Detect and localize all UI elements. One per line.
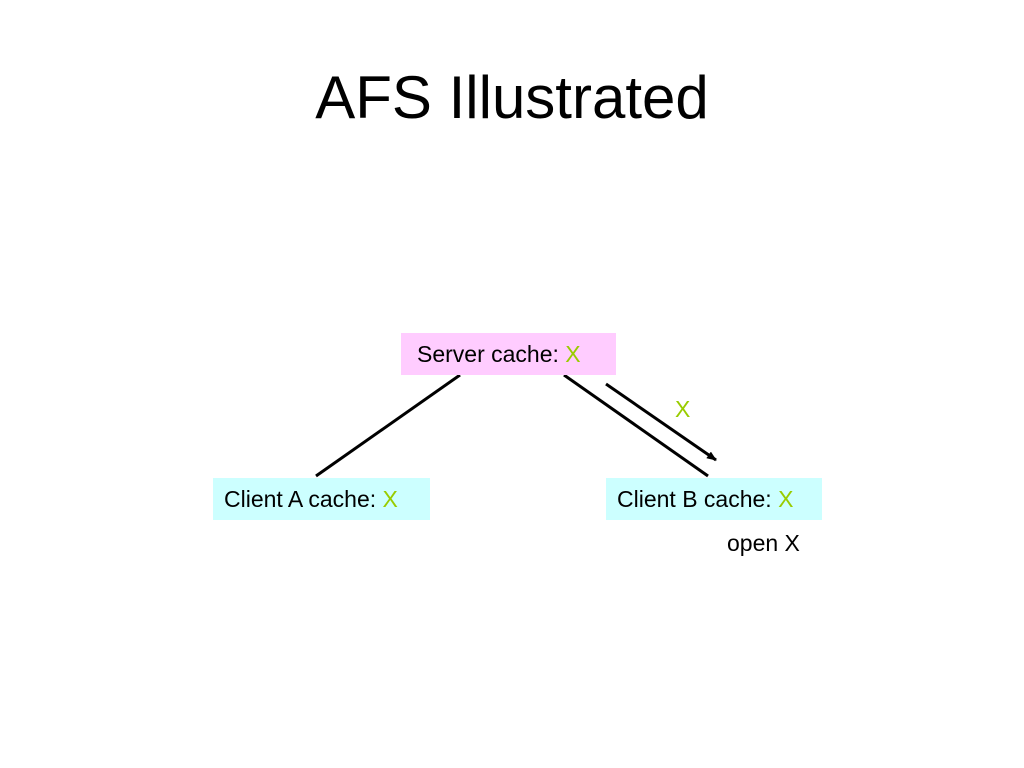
server-cache-box: Server cache: X	[401, 333, 616, 375]
transferred-file-label: X	[675, 396, 691, 422]
client-b-cache-label: Client B cache:	[617, 486, 779, 512]
client-a-cache-box: Client A cache: X	[213, 478, 430, 520]
server-to-client-b-line	[563, 373, 709, 478]
client-a-cache-label: Client A cache:	[224, 486, 383, 512]
slide-title: AFS Illustrated	[315, 64, 709, 131]
server-cache-file: X	[565, 341, 581, 367]
client-a-cache-file: X	[382, 486, 398, 512]
open-action-label: open X	[727, 530, 800, 556]
file-transfer-arrow	[605, 382, 717, 462]
server-to-client-a-line	[315, 373, 461, 478]
client-b-cache-box: Client B cache: X	[606, 478, 822, 520]
server-cache-label: Server cache:	[417, 341, 566, 367]
client-b-cache-file: X	[778, 486, 794, 512]
